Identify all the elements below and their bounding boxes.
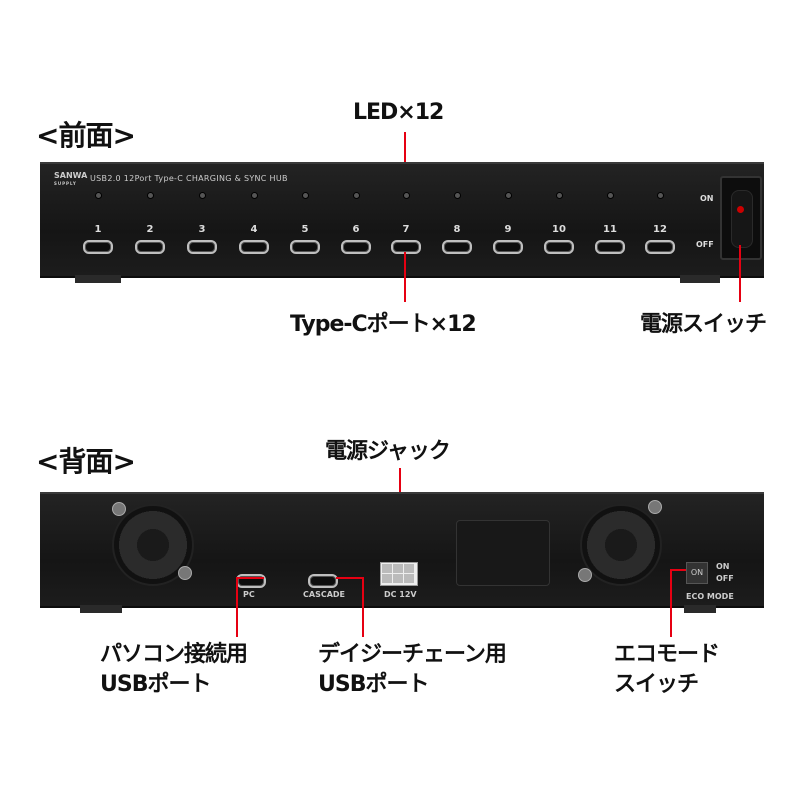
type-c-port[interactable] [135, 240, 165, 254]
port-number: 5 [301, 224, 309, 235]
cascade-callout-line [362, 577, 364, 637]
brand-text: SANWA [54, 171, 88, 180]
foot [75, 275, 121, 283]
port-number: 6 [352, 224, 360, 235]
port-number: 1 [94, 224, 102, 235]
eco-callout-line [670, 569, 686, 571]
port-number: 3 [198, 224, 206, 235]
pc-port-label: PC [243, 590, 255, 599]
type-c-port[interactable] [391, 240, 421, 254]
type-c-port[interactable] [83, 240, 113, 254]
led-indicator [506, 193, 511, 198]
type-c-port[interactable] [645, 240, 675, 254]
front-panel: SANWA SUPPLY USB2.0 12Port Type-C CHARGI… [40, 162, 764, 278]
screw-icon [178, 566, 192, 580]
eco-mode-label: ECO MODE [686, 592, 734, 601]
led-indicator [608, 193, 613, 198]
back-heading: <背面> [36, 445, 136, 478]
led-indicator [404, 193, 409, 198]
dc-power-jack[interactable] [380, 562, 418, 586]
port-number: 8 [453, 224, 461, 235]
led-indicator [252, 193, 257, 198]
switch-off-label: OFF [696, 240, 714, 249]
type-c-port[interactable] [239, 240, 269, 254]
switch-on-label: ON [700, 194, 714, 203]
led-indicator [200, 193, 205, 198]
back-panel: PC CASCADE DC 12V ON ON OFF ECO MODE [40, 492, 764, 608]
eco-on-label: ON [716, 562, 730, 571]
ports-callout: Type-Cポート×12 [290, 312, 477, 337]
led-indicator [354, 193, 359, 198]
cascade-usb-port[interactable] [308, 574, 338, 588]
led-indicator [455, 193, 460, 198]
eco-mode-switch[interactable]: ON [686, 562, 708, 584]
switch-callout-line [739, 245, 741, 302]
type-c-port[interactable] [290, 240, 320, 254]
led-indicator [148, 193, 153, 198]
type-c-port[interactable] [544, 240, 574, 254]
fan-right-icon [580, 504, 662, 586]
foot [680, 275, 720, 283]
led-callout: LED×12 [353, 100, 444, 125]
led-callout-line [404, 132, 406, 180]
type-c-port[interactable] [442, 240, 472, 254]
pc-callout-line2: USBポート [100, 672, 211, 697]
power-indicator-icon [737, 206, 744, 213]
eco-callout: エコモード スイッチ [614, 640, 720, 700]
screw-icon [578, 568, 592, 582]
dc-label: DC 12V [384, 590, 417, 599]
cascade-callout-line [336, 577, 364, 579]
screw-icon [112, 502, 126, 516]
pc-callout-line [236, 577, 264, 579]
foot [80, 605, 122, 613]
power-switch-callout: 電源スイッチ [640, 312, 767, 337]
port-number: 12 [653, 224, 667, 235]
port-number: 10 [552, 224, 566, 235]
cascade-callout-line2: USBポート [318, 672, 429, 697]
screw-icon [648, 500, 662, 514]
eco-callout-line1: エコモード [614, 642, 720, 667]
front-heading: <前面> [36, 119, 136, 152]
led-indicator [303, 193, 308, 198]
led-indicator [658, 193, 663, 198]
eco-callout-line2: スイッチ [614, 672, 699, 697]
pc-callout-line1: パソコン接続用 [100, 642, 248, 667]
eco-off-label: OFF [716, 574, 734, 583]
foot [684, 605, 716, 613]
port-number: 2 [146, 224, 154, 235]
led-indicator [557, 193, 562, 198]
port-number: 9 [504, 224, 512, 235]
port-number: 4 [250, 224, 258, 235]
label-plate [456, 520, 550, 586]
panel-title: USB2.0 12Port Type-C CHARGING & SYNC HUB [90, 174, 288, 183]
port-number: 11 [603, 224, 617, 235]
port-number: 7 [402, 224, 410, 235]
cascade-port-label: CASCADE [303, 590, 345, 599]
brand-logo: SANWA SUPPLY [54, 172, 87, 188]
type-c-port[interactable] [493, 240, 523, 254]
brand-sub: SUPPLY [54, 181, 77, 186]
led-indicator [96, 193, 101, 198]
ports-callout-line [404, 252, 406, 302]
type-c-port[interactable] [595, 240, 625, 254]
eco-callout-line [670, 569, 672, 637]
type-c-port[interactable] [187, 240, 217, 254]
pc-port-callout: パソコン接続用 USBポート [100, 640, 248, 700]
cascade-callout-line1: デイジーチェーン用 [318, 642, 507, 667]
power-switch[interactable] [720, 176, 762, 260]
cascade-callout: デイジーチェーン用 USBポート [318, 640, 507, 700]
power-jack-callout: 電源ジャック [325, 439, 451, 464]
type-c-port[interactable] [341, 240, 371, 254]
pc-callout-line [236, 577, 238, 637]
